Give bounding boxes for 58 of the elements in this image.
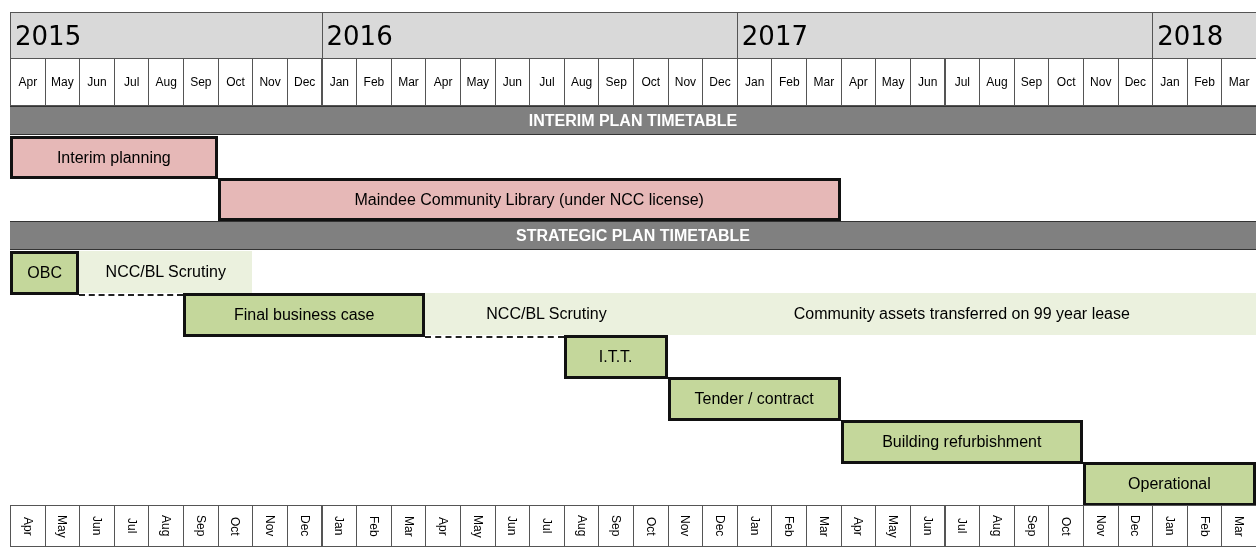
- task-bar: Interim planning: [10, 136, 218, 179]
- month-header: Oct: [633, 505, 669, 547]
- month-header: Sep: [1013, 505, 1050, 547]
- month-header: Oct: [217, 505, 254, 547]
- month-header: Jun: [494, 505, 531, 547]
- month-header: Nov: [1082, 505, 1119, 547]
- month-header: Sep: [598, 505, 634, 547]
- task-bar: Final business case: [183, 293, 426, 337]
- month-header: May: [875, 505, 911, 547]
- month-header: Apr: [10, 505, 46, 547]
- month-header: Dec: [1117, 505, 1154, 547]
- task-bar: Building refurbishment: [840, 420, 1083, 464]
- task-bar: Operational: [1082, 462, 1256, 506]
- year-header: 2018: [1152, 12, 1256, 59]
- month-header: May: [44, 505, 81, 547]
- month-header: Jun: [909, 505, 946, 547]
- period-bar: Community assets transferred on 99 year lease: [667, 293, 1256, 335]
- month-header: Apr: [10, 58, 46, 106]
- month-header: Dec: [286, 58, 323, 106]
- month-header: Dec: [702, 505, 738, 547]
- month-header: Mar: [806, 505, 842, 547]
- month-header: Jul: [113, 505, 150, 547]
- year-header: 2016: [321, 12, 738, 59]
- month-header: Mar: [390, 505, 427, 547]
- month-header: Aug: [148, 505, 185, 547]
- month-header: Jul: [944, 58, 981, 106]
- month-header: Jan: [321, 505, 358, 547]
- month-header: Sep: [183, 505, 219, 547]
- month-header: Mar: [1221, 505, 1256, 547]
- month-header: Jul: [944, 505, 981, 547]
- month-header: Jan: [321, 58, 358, 106]
- month-header: Jan: [1152, 505, 1188, 547]
- month-header: Nov: [667, 505, 704, 547]
- month-header: May: [459, 505, 496, 547]
- period-bar: NCC/BL Scrutiny: [79, 251, 253, 293]
- month-header: Nov: [252, 505, 288, 547]
- month-header: Jan: [736, 505, 773, 547]
- month-header: Apr: [840, 505, 877, 547]
- task-bar: I.T.T.: [563, 335, 668, 379]
- month-header: Apr: [425, 505, 461, 547]
- year-header: 2015: [10, 12, 323, 59]
- month-header: Aug: [563, 505, 600, 547]
- year-header: 2017: [736, 12, 1154, 59]
- month-header: Jun: [909, 58, 946, 106]
- task-bar: Maindee Community Library (under NCC license): [217, 178, 841, 221]
- month-header: Jul: [529, 505, 565, 547]
- month-header: Feb: [356, 505, 392, 547]
- month-header: Jun: [79, 505, 115, 547]
- month-header: Aug: [979, 505, 1015, 547]
- month-header: Dec: [286, 505, 323, 547]
- period-bar: NCC/BL Scrutiny: [425, 293, 668, 335]
- section-header-band: STRATEGIC PLAN TIMETABLE: [10, 221, 1256, 250]
- section-header-band: INTERIM PLAN TIMETABLE: [10, 106, 1256, 135]
- month-header: Feb: [771, 505, 808, 547]
- month-header: Feb: [1186, 505, 1223, 547]
- task-bar: Tender / contract: [667, 377, 841, 421]
- month-header: Oct: [1048, 505, 1084, 547]
- task-bar: OBC: [10, 251, 80, 295]
